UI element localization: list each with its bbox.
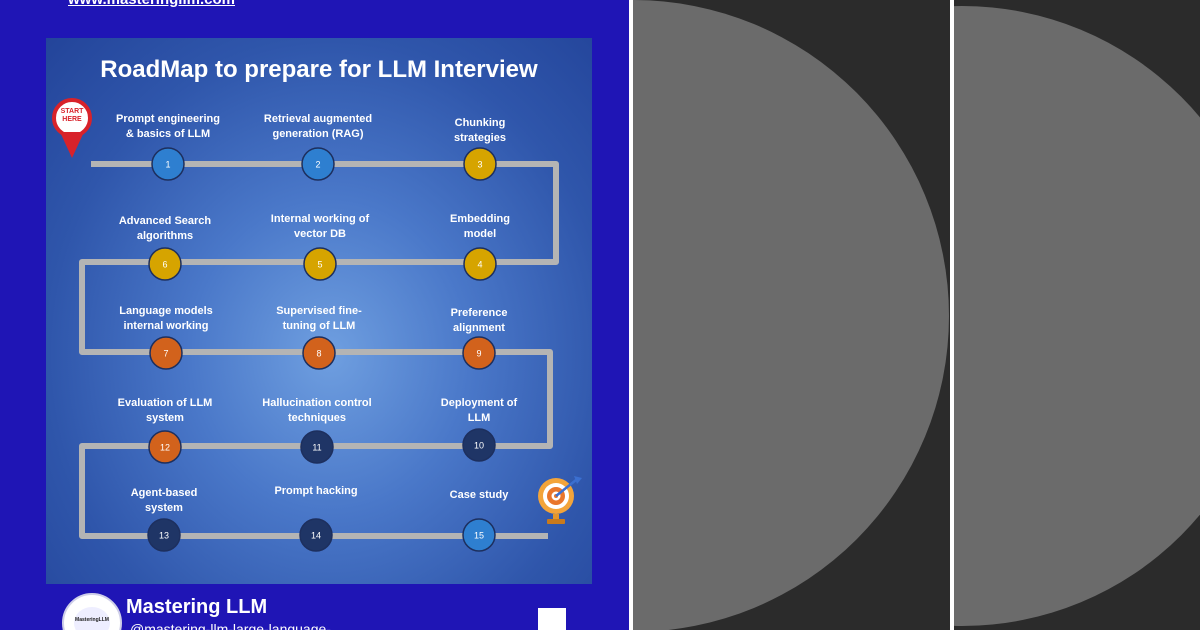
- step-13-node: [147, 518, 181, 552]
- step-11-number: 11: [312, 443, 321, 453]
- step-2-number: 2: [315, 160, 320, 170]
- step-10-node: [462, 428, 496, 462]
- step-2-label: Retrieval augmented generation (RAG): [263, 113, 373, 140]
- step-7-node: [149, 336, 183, 370]
- post-image-panel[interactable]: www.masteringllm.com RoadMap to prepare …: [0, 0, 629, 630]
- step-6-node: [148, 247, 182, 281]
- step-12-label: Evaluation of LLM system: [117, 397, 213, 424]
- step-9-node: [462, 336, 496, 370]
- corner-marker: [538, 608, 566, 630]
- semicircle-shape: [954, 6, 1200, 626]
- step-7-number: 7: [163, 349, 168, 359]
- step-5-node: [303, 247, 337, 281]
- avatar[interactable]: MasteringLLM: [62, 593, 122, 630]
- target-trophy-icon: [538, 476, 582, 524]
- step-11-node: [300, 430, 334, 464]
- website-link[interactable]: www.masteringllm.com: [68, 0, 235, 8]
- step-5-label: Internal working of vector DB: [270, 213, 370, 240]
- step-5-number: 5: [317, 260, 322, 270]
- step-9-label: Preference alignment: [450, 307, 508, 334]
- start-pin-label: START HERE: [60, 108, 84, 123]
- step-8-number: 8: [316, 349, 321, 359]
- step-3-number: 3: [477, 160, 482, 170]
- panel-divider: [950, 0, 954, 630]
- step-15-number: 15: [474, 531, 484, 541]
- semicircle-shape: [633, 0, 949, 630]
- step-8-label: Supervised fine- tuning of LLM: [276, 305, 362, 332]
- step-13-number: 13: [159, 531, 169, 541]
- step-15-label: Case study: [449, 489, 509, 501]
- roadmap-title: RoadMap to prepare for LLM Interview: [100, 56, 538, 83]
- step-4-number: 4: [477, 260, 482, 270]
- step-14-number: 14: [311, 531, 321, 541]
- carousel-panel-3[interactable]: [954, 0, 1200, 630]
- step-12-number: 12: [160, 443, 170, 453]
- step-11-label: Hallucination control techniques: [262, 397, 372, 424]
- step-12-node: [148, 430, 182, 464]
- step-1-label: Prompt engineering & basics of LLM: [116, 113, 220, 140]
- start-pin-icon: START HERE: [52, 98, 92, 164]
- step-1-number: 1: [165, 160, 170, 170]
- step-10-label: Deployment of LLM: [440, 397, 518, 424]
- step-2-node: [301, 147, 335, 181]
- profile-handle[interactable]: @mastering-llm-large-language-: [130, 621, 331, 630]
- step-4-node: [463, 247, 497, 281]
- step-3-node: [463, 147, 497, 181]
- step-15-node: [462, 518, 496, 552]
- avatar-text: MasteringLLM: [75, 617, 109, 623]
- panel-divider: [629, 0, 633, 630]
- profile-name[interactable]: Mastering LLM: [126, 596, 268, 618]
- step-6-label: Advanced Search algorithms: [118, 215, 212, 242]
- step-14-node: [299, 518, 333, 552]
- step-3-label: Chunking strategies: [454, 117, 506, 144]
- step-8-node: [302, 336, 336, 370]
- carousel-panel-2[interactable]: [633, 0, 950, 630]
- step-4-label: Embedding model: [450, 213, 510, 240]
- step-6-number: 6: [162, 260, 167, 270]
- step-10-number: 10: [474, 441, 484, 451]
- step-14-label: Prompt hacking: [274, 485, 358, 497]
- step-9-number: 9: [476, 349, 481, 359]
- step-13-label: Agent-based system: [130, 487, 198, 514]
- step-7-label: Language models internal working: [119, 305, 213, 332]
- step-1-node: [151, 147, 185, 181]
